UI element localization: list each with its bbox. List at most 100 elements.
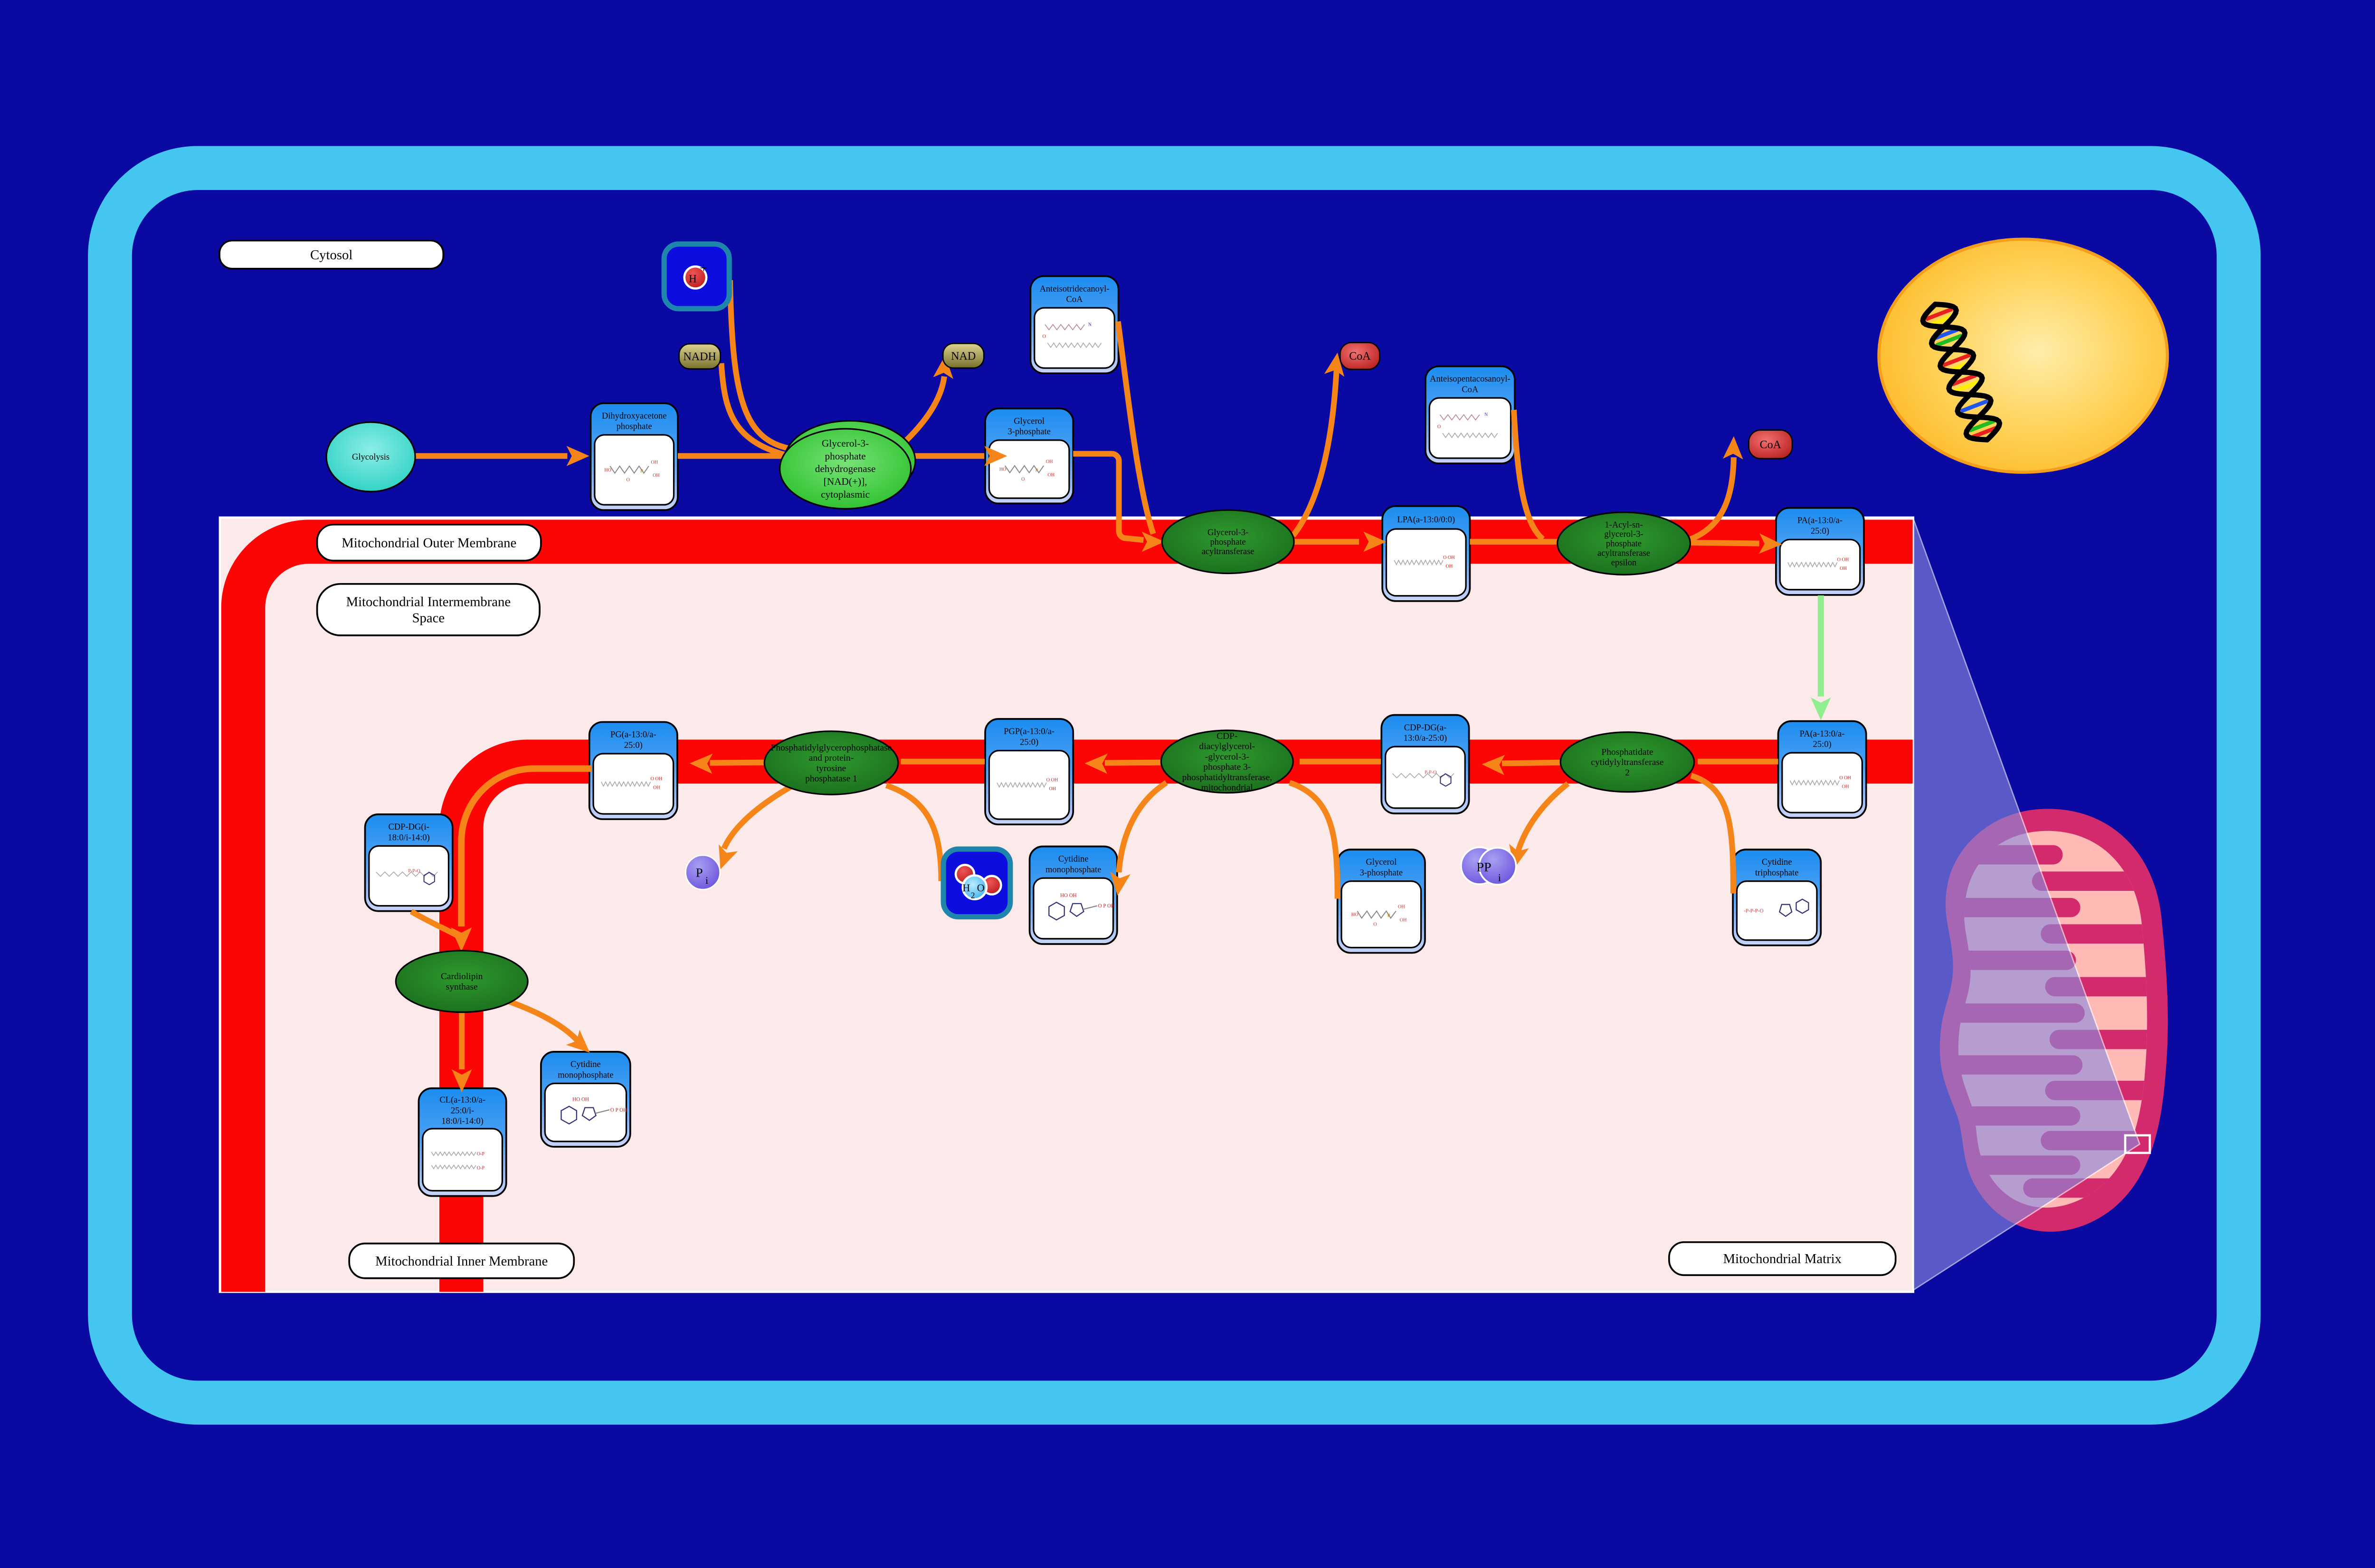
svg-text:3-phosphate: 3-phosphate <box>1007 427 1050 437</box>
svg-text:H: H <box>689 273 697 285</box>
svg-text:epsilon: epsilon <box>1611 558 1636 567</box>
svg-text:CoA: CoA <box>1066 295 1083 304</box>
svg-text:CoA: CoA <box>1349 350 1371 363</box>
svg-text:Mitochondrial Inner Membrane: Mitochondrial Inner Membrane <box>375 1254 548 1269</box>
svg-text:25:0): 25:0) <box>1813 740 1832 749</box>
svg-text:-P-P-P-O: -P-P-P-O <box>1744 908 1763 914</box>
svg-text:Space: Space <box>412 611 445 626</box>
svg-text:diacylglycerol-: diacylglycerol- <box>1199 742 1255 752</box>
svg-text:Mitochondrial Matrix: Mitochondrial Matrix <box>1723 1251 1842 1266</box>
svg-text:P: P <box>696 865 703 879</box>
svg-text:O OH: O OH <box>1046 777 1058 783</box>
svg-text:P: P <box>1387 913 1390 918</box>
svg-text:O OH: O OH <box>1443 555 1455 560</box>
svg-text:OH: OH <box>1046 459 1053 464</box>
svg-text:Glycerol-3-: Glycerol-3- <box>822 437 869 449</box>
svg-text:CDP-DG(a-: CDP-DG(a- <box>1404 723 1446 733</box>
svg-text:tyrosine: tyrosine <box>817 764 846 774</box>
svg-text:H: H <box>962 882 970 894</box>
svg-text:O OH: O OH <box>1839 775 1851 781</box>
svg-text:phosphate: phosphate <box>825 450 865 462</box>
svg-text:HO: HO <box>1351 912 1358 917</box>
svg-text:+: + <box>700 261 708 276</box>
svg-text:CDP-DG(i-: CDP-DG(i- <box>388 822 429 832</box>
svg-text:Glycerol: Glycerol <box>1366 858 1397 867</box>
svg-text:O-P: O-P <box>477 1166 485 1171</box>
svg-text:NAD: NAD <box>951 350 976 362</box>
svg-text:NADH: NADH <box>683 351 716 363</box>
svg-text:acyltransferase: acyltransferase <box>1202 547 1254 557</box>
svg-text:Mitochondrial Outer Membrane: Mitochondrial Outer Membrane <box>342 535 516 550</box>
svg-text:O: O <box>1373 922 1377 927</box>
svg-text:HO OH: HO OH <box>1060 893 1077 898</box>
svg-text:LPA(a-13:0/0:0): LPA(a-13:0/0:0) <box>1397 515 1455 525</box>
svg-text:HO: HO <box>999 467 1007 472</box>
svg-text:phosphatase 1: phosphatase 1 <box>805 774 857 784</box>
svg-text:Anteisotridecanoyl-: Anteisotridecanoyl- <box>1040 284 1110 294</box>
svg-text:mitochondrial: mitochondrial <box>1201 783 1254 793</box>
svg-text:3-phosphate: 3-phosphate <box>1360 868 1403 878</box>
svg-text:N: N <box>1484 412 1488 417</box>
svg-text:OH: OH <box>1048 472 1055 478</box>
svg-text:-glycerol-3-: -glycerol-3- <box>1205 752 1249 762</box>
svg-text:P-P-O: P-P-O <box>1425 770 1436 775</box>
svg-text:P-P-O: P-P-O <box>408 869 420 874</box>
svg-text:OH: OH <box>1398 905 1405 910</box>
svg-text:OH: OH <box>1840 566 1847 571</box>
svg-text:Phosphatidylglycerophosphatase: Phosphatidylglycerophosphatase <box>771 743 892 753</box>
svg-text:O: O <box>1437 424 1441 429</box>
svg-text:N: N <box>1088 322 1092 327</box>
svg-text:OH: OH <box>653 473 660 478</box>
svg-text:triphosphate: triphosphate <box>1755 868 1798 878</box>
svg-text:CL(a-13:0/a-: CL(a-13:0/a- <box>439 1096 485 1105</box>
svg-text:18:0/i-14:0): 18:0/i-14:0) <box>441 1117 483 1126</box>
svg-text:Glycolysis: Glycolysis <box>352 453 390 462</box>
svg-text:OH: OH <box>1446 564 1453 569</box>
svg-text:phosphate 3-: phosphate 3- <box>1203 762 1251 772</box>
svg-text:13:0/a-25:0): 13:0/a-25:0) <box>1404 734 1447 743</box>
svg-text:Cytidine: Cytidine <box>570 1060 601 1069</box>
svg-text:acyltransferase: acyltransferase <box>1597 549 1650 558</box>
svg-text:monophosphate: monophosphate <box>558 1070 613 1080</box>
svg-text:OH: OH <box>1049 786 1056 792</box>
svg-text:PA(a-13:0/a-: PA(a-13:0/a- <box>1797 516 1843 526</box>
svg-text:CDP-: CDP- <box>1216 731 1237 741</box>
svg-text:18:0/i-14:0): 18:0/i-14:0) <box>388 833 429 842</box>
svg-text:P: P <box>640 469 643 474</box>
svg-text:[NAD(+)],: [NAD(+)], <box>824 476 867 487</box>
svg-text:25:0): 25:0) <box>1020 737 1038 747</box>
svg-text:Anteisopentacosanoyl-: Anteisopentacosanoyl- <box>1430 375 1510 384</box>
svg-text:phosphatidyltransferase,: phosphatidyltransferase, <box>1182 773 1272 783</box>
svg-text:O-P: O-P <box>477 1152 485 1157</box>
svg-text:phosphate: phosphate <box>1606 539 1642 549</box>
svg-text:and protein-: and protein- <box>809 753 854 763</box>
svg-text:Phosphatidate: Phosphatidate <box>1601 747 1653 757</box>
svg-text:O: O <box>977 882 985 894</box>
svg-text:O: O <box>1042 334 1045 340</box>
svg-text:Cardiolipin: Cardiolipin <box>441 972 483 982</box>
svg-text:Mitochondrial Intermembrane: Mitochondrial Intermembrane <box>346 595 511 610</box>
svg-text:O OH: O OH <box>1837 557 1849 563</box>
svg-text:O P OH: O P OH <box>1098 903 1115 909</box>
svg-text:25:0): 25:0) <box>624 741 643 750</box>
svg-text:OH: OH <box>651 460 658 465</box>
svg-text:Glycerol-3-: Glycerol-3- <box>1207 528 1248 538</box>
svg-text:25:0): 25:0) <box>1811 527 1829 536</box>
svg-text:PA(a-13:0/a-: PA(a-13:0/a- <box>1800 729 1845 739</box>
svg-text:cytoplasmic: cytoplasmic <box>821 489 870 500</box>
svg-text:HO OH: HO OH <box>572 1097 589 1103</box>
svg-text:1-Acyl-sn-: 1-Acyl-sn- <box>1605 520 1643 530</box>
svg-text:Dihydroxyacetone: Dihydroxyacetone <box>602 411 667 421</box>
svg-text:P: P <box>1036 468 1038 473</box>
svg-text:PG(a-13:0/a-: PG(a-13:0/a- <box>610 730 656 740</box>
svg-text:25:0/i-: 25:0/i- <box>451 1106 474 1115</box>
svg-text:phosphate: phosphate <box>1210 538 1246 547</box>
svg-text:2: 2 <box>971 891 975 900</box>
svg-text:CoA: CoA <box>1462 385 1479 395</box>
svg-text:monophosphate: monophosphate <box>1045 865 1101 875</box>
svg-text:PGP(a-13:0/a-: PGP(a-13:0/a- <box>1004 727 1054 737</box>
svg-text:OH: OH <box>1842 784 1849 789</box>
svg-text:Glycerol: Glycerol <box>1014 416 1045 426</box>
svg-text:synthase: synthase <box>446 982 478 992</box>
svg-text:phosphate: phosphate <box>617 422 652 432</box>
